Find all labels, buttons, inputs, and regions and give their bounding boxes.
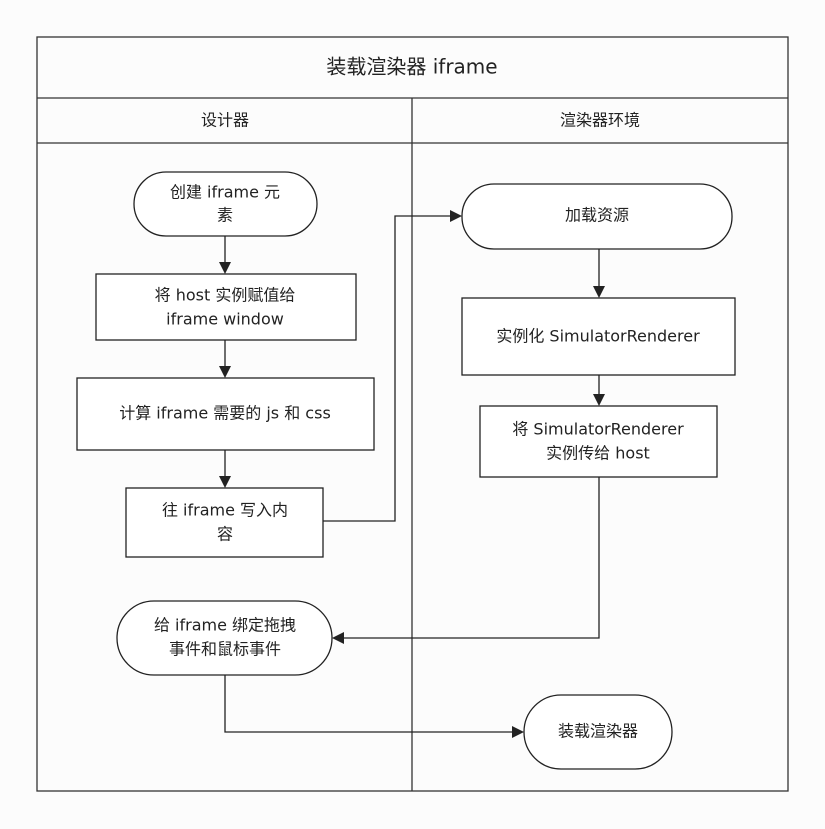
arrowhead [332, 632, 344, 644]
arrowhead [219, 366, 231, 378]
edge-write-to-load [323, 215, 452, 522]
node-text-line: 装载渲染器 [558, 722, 638, 741]
edges [219, 210, 605, 738]
node-instantiate-renderer: 实例化 SimulatorRenderer [461, 297, 736, 376]
node-load-done: 装载渲染器 [523, 694, 673, 770]
lane-label-designer: 设计器 [201, 111, 249, 130]
arrowhead [593, 394, 605, 406]
node-text-line: 给 iframe 绑定拖拽 [154, 616, 296, 635]
node-text-line: 往 iframe 写入内 [162, 501, 288, 520]
edge-pass-to-bind [342, 477, 600, 639]
node-text-line: 实例化 SimulatorRenderer [496, 327, 700, 346]
node-text-line: 将 host 实例赋值给 [155, 286, 296, 305]
arrowhead [219, 262, 231, 274]
node-text-line: 实例传给 host [546, 444, 650, 463]
node-text-line: 加载资源 [565, 206, 629, 225]
arrowhead [593, 286, 605, 298]
node-assign-host: 将 host 实例赋值给 iframe window [95, 273, 357, 341]
node-write-content: 往 iframe 写入内 容 [125, 487, 324, 558]
node-load-resources: 加载资源 [461, 183, 733, 250]
node-text-line: iframe window [166, 310, 284, 329]
lane-label-renderer: 渲染器环境 [560, 111, 640, 130]
diagram-title: 装载渲染器 iframe [326, 55, 497, 79]
node-text-line: 事件和鼠标事件 [169, 640, 281, 659]
arrowhead [512, 726, 524, 738]
node-bind-events: 给 iframe 绑定拖拽 事件和鼠标事件 [116, 600, 333, 676]
node-compute-assets: 计算 iframe 需要的 js 和 css [76, 377, 375, 451]
arrowhead [219, 476, 231, 488]
node-create-iframe: 创建 iframe 元 素 [133, 171, 318, 237]
node-text-line: 容 [217, 525, 233, 544]
node-pass-to-host: 将 SimulatorRenderer 实例传给 host [479, 405, 718, 478]
node-text-line: 创建 iframe 元 [170, 183, 280, 202]
node-text-line: 将 SimulatorRenderer [512, 420, 684, 439]
node-text-line: 计算 iframe 需要的 js 和 css [119, 404, 331, 423]
node-text-line: 素 [217, 206, 233, 225]
arrowhead [450, 210, 462, 222]
edge-bind-to-done [224, 675, 514, 733]
